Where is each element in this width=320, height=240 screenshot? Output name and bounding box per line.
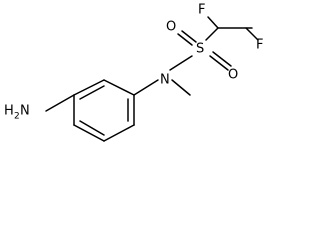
amine-n-label: N (20, 104, 30, 119)
sulfur-label: S (196, 42, 204, 57)
sulfonamide-n-label: N (160, 73, 170, 88)
c-f-right-bond-2 (245, 27, 259, 41)
ring-double-bond-3 (79, 120, 105, 136)
ring-bond-1 (45, 94, 75, 112)
benzene-ring (45, 79, 135, 142)
ring-bond-6 (73, 124, 105, 142)
c-f-left-bond (207, 16, 219, 29)
ring-bond-3 (103, 79, 135, 96)
n-methyl-bond (171, 79, 191, 96)
s-o-top-bond-b (181, 30, 197, 43)
fluorine-left-label: F (198, 3, 205, 18)
s-o-bottom-bond-b (212, 51, 232, 67)
s-o-bottom-bond-a (209, 55, 229, 71)
molecule-structure: H 2 N N S O O F F (4, 3, 263, 142)
n-s-bond (169, 55, 193, 71)
ring-to-n-bond (133, 79, 159, 96)
fluorine-right-label: F (256, 38, 263, 53)
ring-double-bond-1 (79, 85, 105, 100)
oxygen-bottom-label: O (228, 68, 238, 83)
ring-bond-2 (73, 79, 105, 96)
amine-h-label: H (4, 104, 14, 119)
oxygen-top-label: O (166, 20, 176, 35)
amine-h-subscript: 2 (14, 112, 20, 122)
s-o-top-bond-a (177, 33, 193, 46)
ring-bond-5 (103, 124, 135, 142)
s-c-bond (205, 27, 219, 41)
